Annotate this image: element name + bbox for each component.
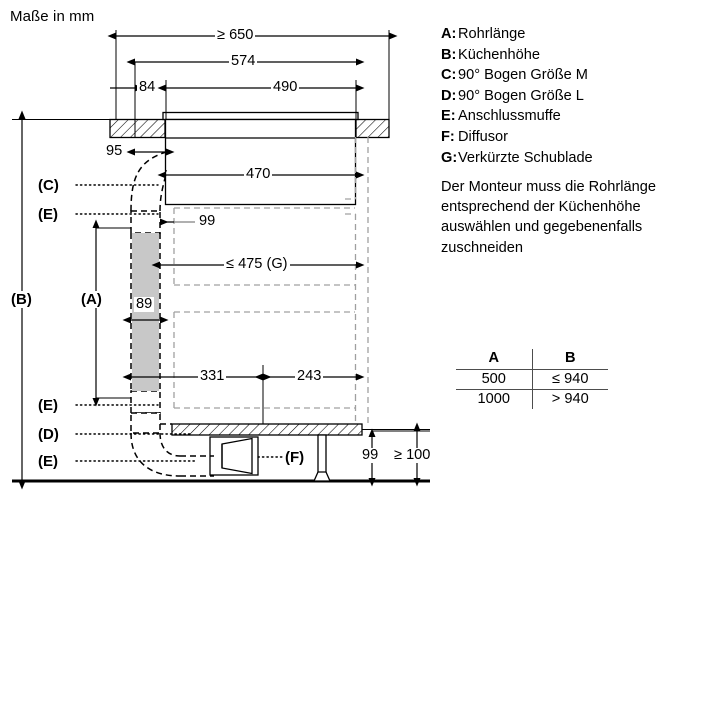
dimension-99-top: 99 [197,213,218,229]
legend-value-e: Anschlussmuffe [458,108,561,125]
callout-b: (B) [10,291,33,308]
legend-item-f: F:Diffusor [441,127,593,148]
legend-value-c: 90° Bogen Größe M [458,67,588,84]
dimension-95: 95 [104,143,125,159]
legend-value-b: Küchenhöhe [458,46,540,63]
legend-item-d: D:90° Bogen Größe L [441,86,593,107]
legend-value-f: Diffusor [458,128,509,145]
dimension-243: 243 [295,368,324,384]
legend-key-g: G: [441,149,458,166]
legend-key-c: C: [441,67,457,84]
duct-pipe-fill [132,233,159,391]
legend-item-e: E:Anschlussmuffe [441,106,593,127]
legend-item-b: B:Küchenhöhe [441,45,593,66]
table-row: 500 ≤ 940 [456,369,608,390]
dimension-490: 490 [271,79,300,95]
installer-note: Der Monteur muss die Rohrlänge entsprech… [441,179,656,256]
geometry-solid [12,111,430,483]
callout-c: (C) [37,177,60,194]
dimension-89: 89 [134,296,155,312]
table-cell-b: ≤ 940 [552,371,589,387]
legend-item-g: G:Verkürzte Schublade [441,148,593,169]
callout-f: (F) [284,449,306,466]
dimension-475-g: ≤ 475 (G) [224,256,290,272]
legend-list: A:Rohrlänge B:Küchenhöhe C:90° Bogen Grö… [441,24,593,168]
dimension-table: A B 500 ≤ 940 1000 > 940 [456,349,608,409]
legend-key-a: A: [441,26,457,42]
legend-item-c: C:90° Bogen Größe M [441,65,593,86]
callout-a: (A) [80,291,103,308]
legend-key-f: F: [441,128,455,145]
dimension-574: 574 [229,53,258,69]
legend-key-d: D: [441,87,457,104]
callout-leaders [75,184,283,462]
callout-e-middle: (E) [37,397,59,414]
callout-e-lower: (E) [37,453,59,470]
table-header-b: B [564,350,576,366]
dimension-650: ≥ 650 [215,27,256,43]
table-header-a: A [456,349,533,370]
legend-key-b: B: [441,46,457,63]
dimension-99-bottom: 99 [360,447,381,463]
legend-key-e: E: [441,108,456,125]
dimension-84: 84 [137,79,158,95]
table-cell-b: > 940 [551,391,589,407]
dimension-100: ≥ 100 [392,447,433,463]
legend-value-d: 90° Bogen Größe L [458,87,584,104]
table-header-row: A B [456,349,608,370]
table-cell-a: 500 [456,369,533,390]
table-cell-a: 1000 [456,389,533,409]
legend-item-a: A:Rohrlänge [441,24,593,45]
legend-value-g: Verkürzte Schublade [458,149,593,166]
geometry-dashed-dark [130,151,214,477]
legend-value-a: Rohrlänge [458,26,526,42]
units-note: Maße in mm [10,8,95,25]
dimension-331: 331 [198,368,227,384]
geometry-dashed-light [173,137,369,424]
callout-d: (D) [37,426,60,443]
table-row: 1000 > 940 [456,389,608,409]
dimension-470: 470 [244,166,273,182]
callout-e-upper: (E) [37,206,59,223]
